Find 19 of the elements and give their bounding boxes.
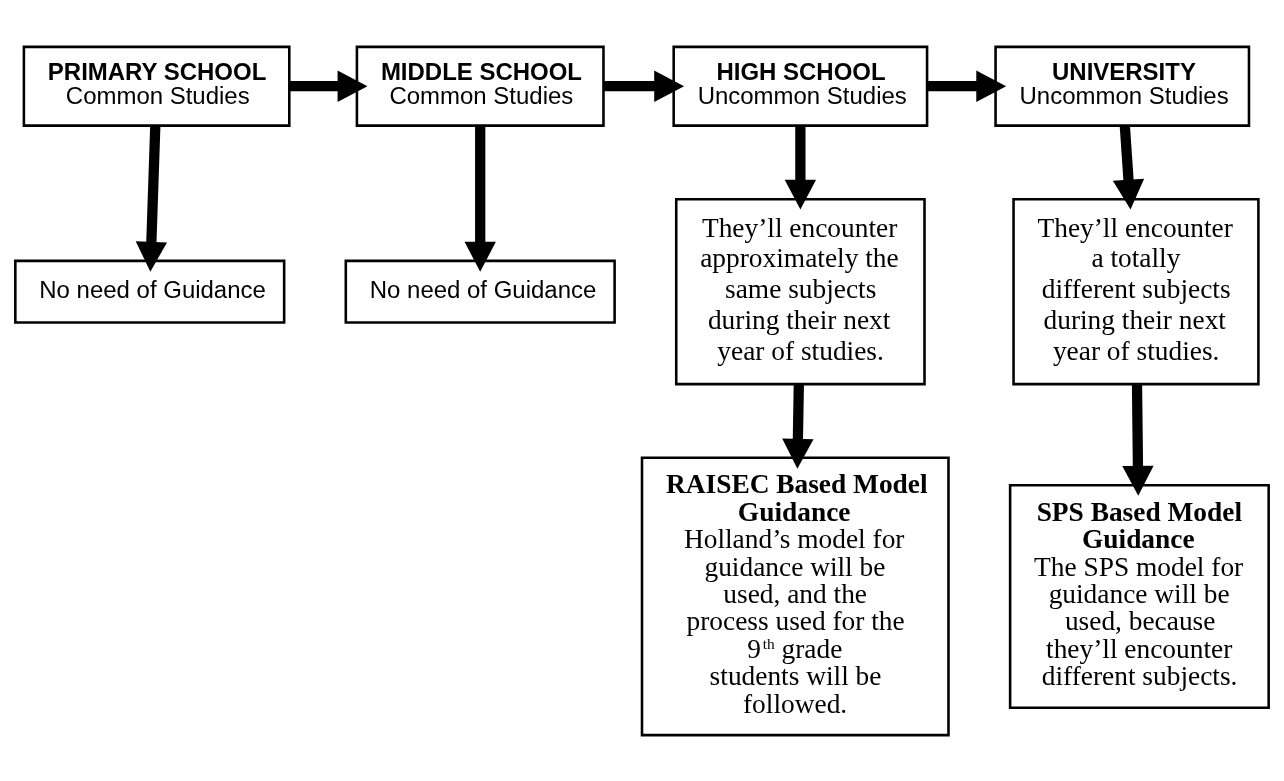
node-box: No need of Guidance	[344, 259, 616, 324]
node-box: HIGH SCHOOL Uncommon Studies	[672, 45, 929, 127]
arrow	[784, 125, 817, 209]
node-box: UNIVERSITY Uncommon Studies	[994, 45, 1251, 127]
arrow	[782, 384, 814, 469]
arrow	[604, 70, 685, 102]
node-box: SPS Based Model Guidance The SPS model for guidance will be used, because they’ll encounter different subjects.	[1008, 483, 1270, 709]
arrow	[1112, 125, 1145, 209]
arrow	[1122, 384, 1154, 496]
node-box: No need of Guidance	[14, 259, 286, 324]
node-box: RAISEC Based Model Guidance Holland’s model for guidance will be used, and the process used for the 9$^{th}$ grade students will be followed.	[640, 456, 950, 736]
node-box: MIDDLE SCHOOL Common Studies	[355, 45, 605, 127]
node-box: They’ll encounter a totally different subjects during their next year of studies.	[1012, 197, 1260, 385]
arrow	[464, 125, 496, 272]
arrow	[289, 70, 368, 102]
arrow	[135, 125, 168, 272]
arrow	[927, 70, 1007, 102]
node-box: PRIMARY SCHOOL Common Studies	[22, 45, 291, 127]
node-box: They’ll encounter approximately the same subjects during their next year of studies.	[674, 197, 926, 385]
